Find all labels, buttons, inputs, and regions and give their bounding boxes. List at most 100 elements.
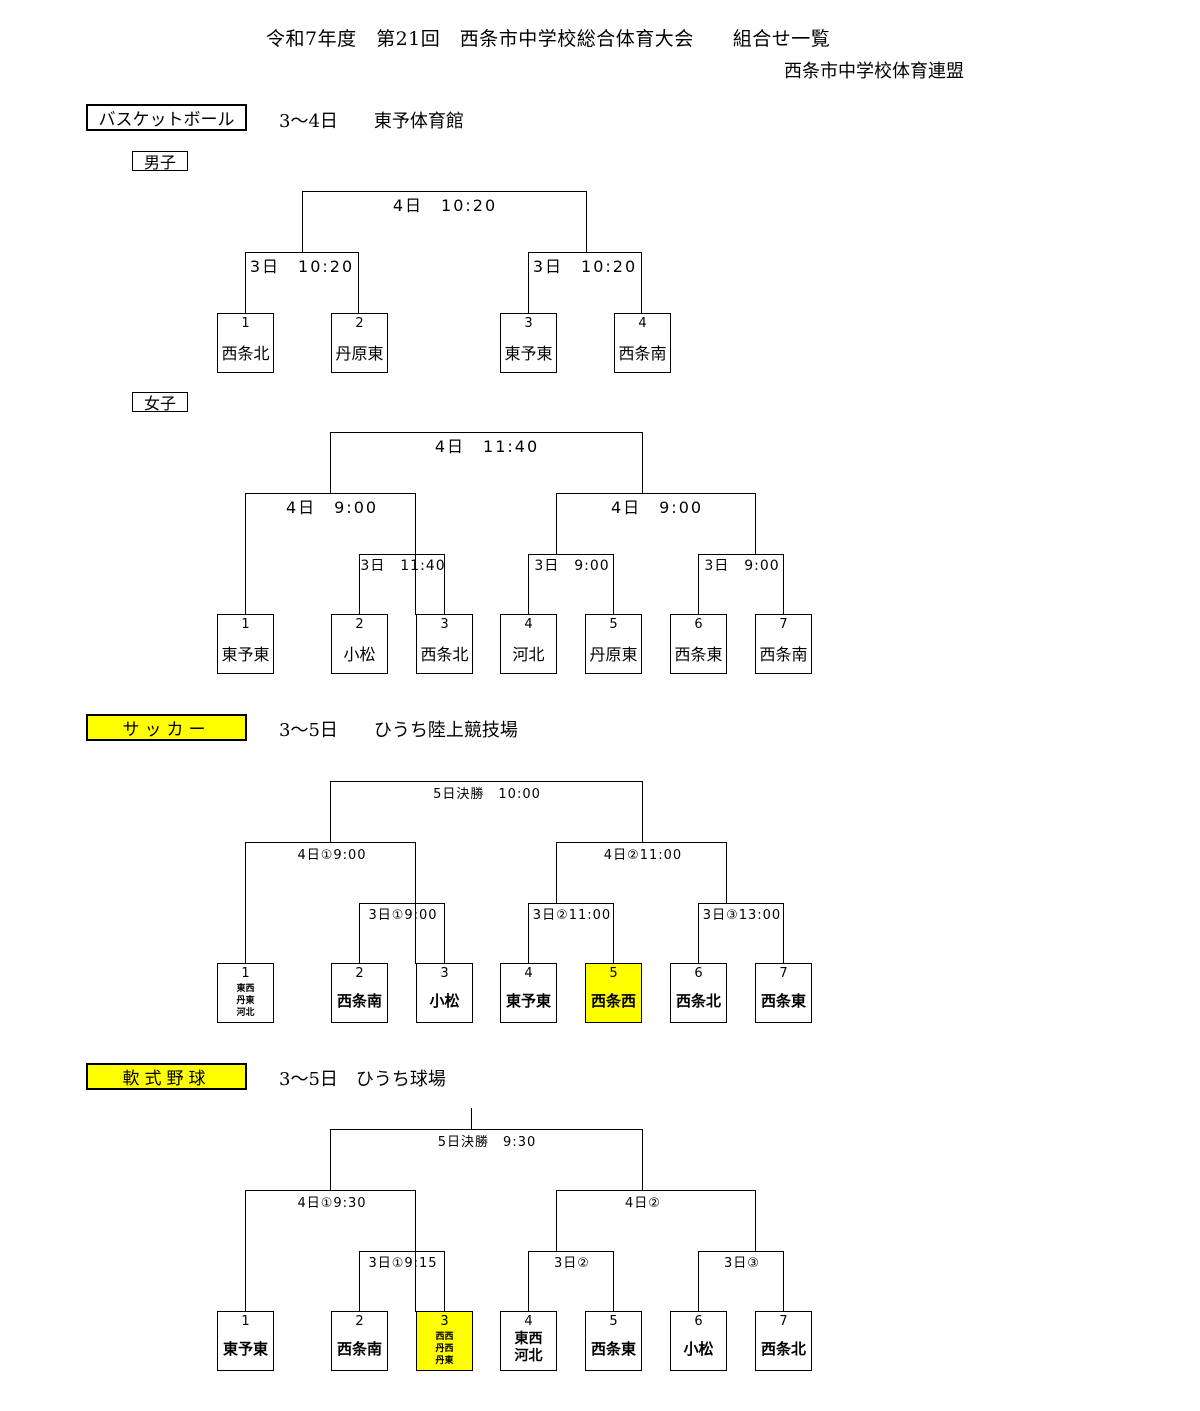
- baseball-final-time: 5日決勝 9:30: [437, 1135, 537, 1150]
- girls-semi-left-time: 4日 9:00: [285, 498, 379, 517]
- team-box-highlighted: 5 西条西: [585, 963, 642, 1023]
- seed-number: 5: [609, 1314, 618, 1329]
- bracket-line: [359, 554, 445, 615]
- combined-team-names: 東西 丹東 河北: [236, 983, 254, 1019]
- soccer-final-time: 5日決勝 10:00: [433, 787, 541, 802]
- bracket-line: [528, 1251, 614, 1312]
- team-name: 西条南: [759, 645, 808, 664]
- bracket-line: [698, 554, 784, 615]
- baseball-r1-b-time: 3日②: [554, 1256, 590, 1271]
- bracket-line: [245, 252, 359, 314]
- seed-number: 2: [355, 966, 364, 981]
- baseball-r1-a-time: 3日①9:15: [368, 1256, 438, 1271]
- seed-number: 6: [694, 1314, 703, 1329]
- team-box: 2 丹原東: [331, 313, 388, 373]
- seed-number: 1: [241, 966, 250, 981]
- bracket-line: [528, 903, 614, 964]
- team-box: 7 西条南: [755, 614, 812, 674]
- team-name-line: 丹東: [236, 996, 255, 1006]
- team-box: 5 丹原東: [585, 614, 642, 674]
- seed-number: 3: [440, 617, 449, 632]
- boys-semi-left-time: 3日 10:20: [249, 257, 355, 276]
- team-name: 東予東: [221, 645, 270, 664]
- team-name: 小松: [429, 992, 460, 1010]
- team-box: 6 西条東: [670, 614, 727, 674]
- baseball-semi-right-time: 4日②: [625, 1196, 661, 1211]
- team-box: 1 東予東: [217, 1311, 274, 1371]
- seed-number: 1: [241, 1314, 250, 1329]
- team-name: 西条東: [590, 1340, 636, 1358]
- girls-r1-a-time: 3日 11:40: [360, 558, 446, 574]
- team-name: 丹原東: [335, 344, 384, 363]
- bracket-line: [330, 432, 643, 494]
- seed-number: 2: [355, 1314, 364, 1329]
- team-box: 1 東予東: [217, 614, 274, 674]
- team-box: 4 河北: [500, 614, 557, 674]
- team-name: 西条北: [420, 645, 469, 664]
- boys-final-time: 4日 10:20: [392, 196, 498, 215]
- bracket-line: [330, 1129, 643, 1191]
- team-box: 3 東予東: [500, 313, 557, 373]
- bracket-line: [698, 1251, 784, 1312]
- girls-r1-c-time: 3日 9:00: [704, 558, 780, 574]
- team-box: 2 西条南: [331, 1311, 388, 1371]
- team-box: 2 小松: [331, 614, 388, 674]
- team-name: 西条南: [336, 1340, 382, 1358]
- bracket-line: [556, 493, 756, 555]
- organization-name: 西条市中学校体育連盟: [784, 61, 964, 82]
- girls-label: 女子: [132, 392, 188, 413]
- team-name-line: 丹西: [435, 1344, 454, 1354]
- team-box: 1 東西 丹東 河北: [217, 963, 274, 1023]
- seed-number: 4: [638, 316, 647, 331]
- bracket-line: [528, 554, 614, 615]
- team-name: 小松: [343, 645, 376, 664]
- team-box: 3 小松: [416, 963, 473, 1023]
- seed-number: 7: [779, 1314, 788, 1329]
- team-name-line: 東西: [514, 1331, 543, 1347]
- bracket-line: [556, 842, 727, 904]
- team-box: 7 西条北: [755, 1311, 812, 1371]
- team-name: 西条北: [221, 344, 270, 363]
- team-name: 東予東: [505, 992, 551, 1010]
- team-box: 6 西条北: [670, 963, 727, 1023]
- baseball-semi-left-time: 4日①9:30: [297, 1196, 367, 1211]
- seed-number: 1: [241, 617, 250, 632]
- combined-team-names: 東西 河北: [515, 1331, 543, 1365]
- seed-number: 4: [524, 1314, 533, 1329]
- soccer-section-label: サッカー: [86, 714, 247, 741]
- baseball-info: 3～5日 ひうち球場: [279, 1069, 446, 1090]
- seed-number: 5: [609, 617, 618, 632]
- boys-label: 男子: [132, 151, 188, 172]
- bracket-line: [556, 1190, 756, 1252]
- girls-r1-b-time: 3日 9:00: [534, 558, 610, 574]
- seed-number: 6: [694, 617, 703, 632]
- seed-number: 7: [779, 966, 788, 981]
- seed-number: 4: [524, 966, 533, 981]
- soccer-r1-a-time: 3日①9:00: [368, 908, 438, 923]
- soccer-semi-left-time: 4日①9:00: [297, 848, 367, 863]
- basketball-info: 3～4日 東予体育館: [279, 111, 464, 132]
- soccer-info: 3～5日 ひうち陸上競技場: [279, 720, 518, 741]
- team-name: 西条東: [760, 992, 806, 1010]
- team-box: 1 西条北: [217, 313, 274, 373]
- page-title: 令和7年度 第21回 西条市中学校総合体育大会 組合せ一覧: [266, 28, 831, 50]
- team-name: 西条北: [675, 992, 721, 1010]
- team-name: 西条西: [590, 992, 636, 1010]
- team-name: 東予東: [222, 1340, 268, 1358]
- bracket-line: [528, 252, 642, 314]
- team-name: 河北: [512, 645, 545, 664]
- bracket-line: [359, 1251, 445, 1312]
- seed-number: 2: [355, 316, 364, 331]
- seed-number: 5: [609, 966, 618, 981]
- seed-number: 3: [440, 966, 449, 981]
- bracket-line: [330, 781, 643, 843]
- team-name: 小松: [683, 1340, 714, 1358]
- team-box: 2 西条南: [331, 963, 388, 1023]
- seed-number: 4: [524, 617, 533, 632]
- soccer-semi-right-time: 4日②11:00: [603, 848, 683, 863]
- seed-number: 3: [524, 316, 533, 331]
- baseball-section-label: 軟式野球: [86, 1063, 247, 1090]
- team-name-line: 河北: [514, 1348, 543, 1364]
- team-name: 西条北: [760, 1340, 806, 1358]
- seed-number: 7: [779, 617, 788, 632]
